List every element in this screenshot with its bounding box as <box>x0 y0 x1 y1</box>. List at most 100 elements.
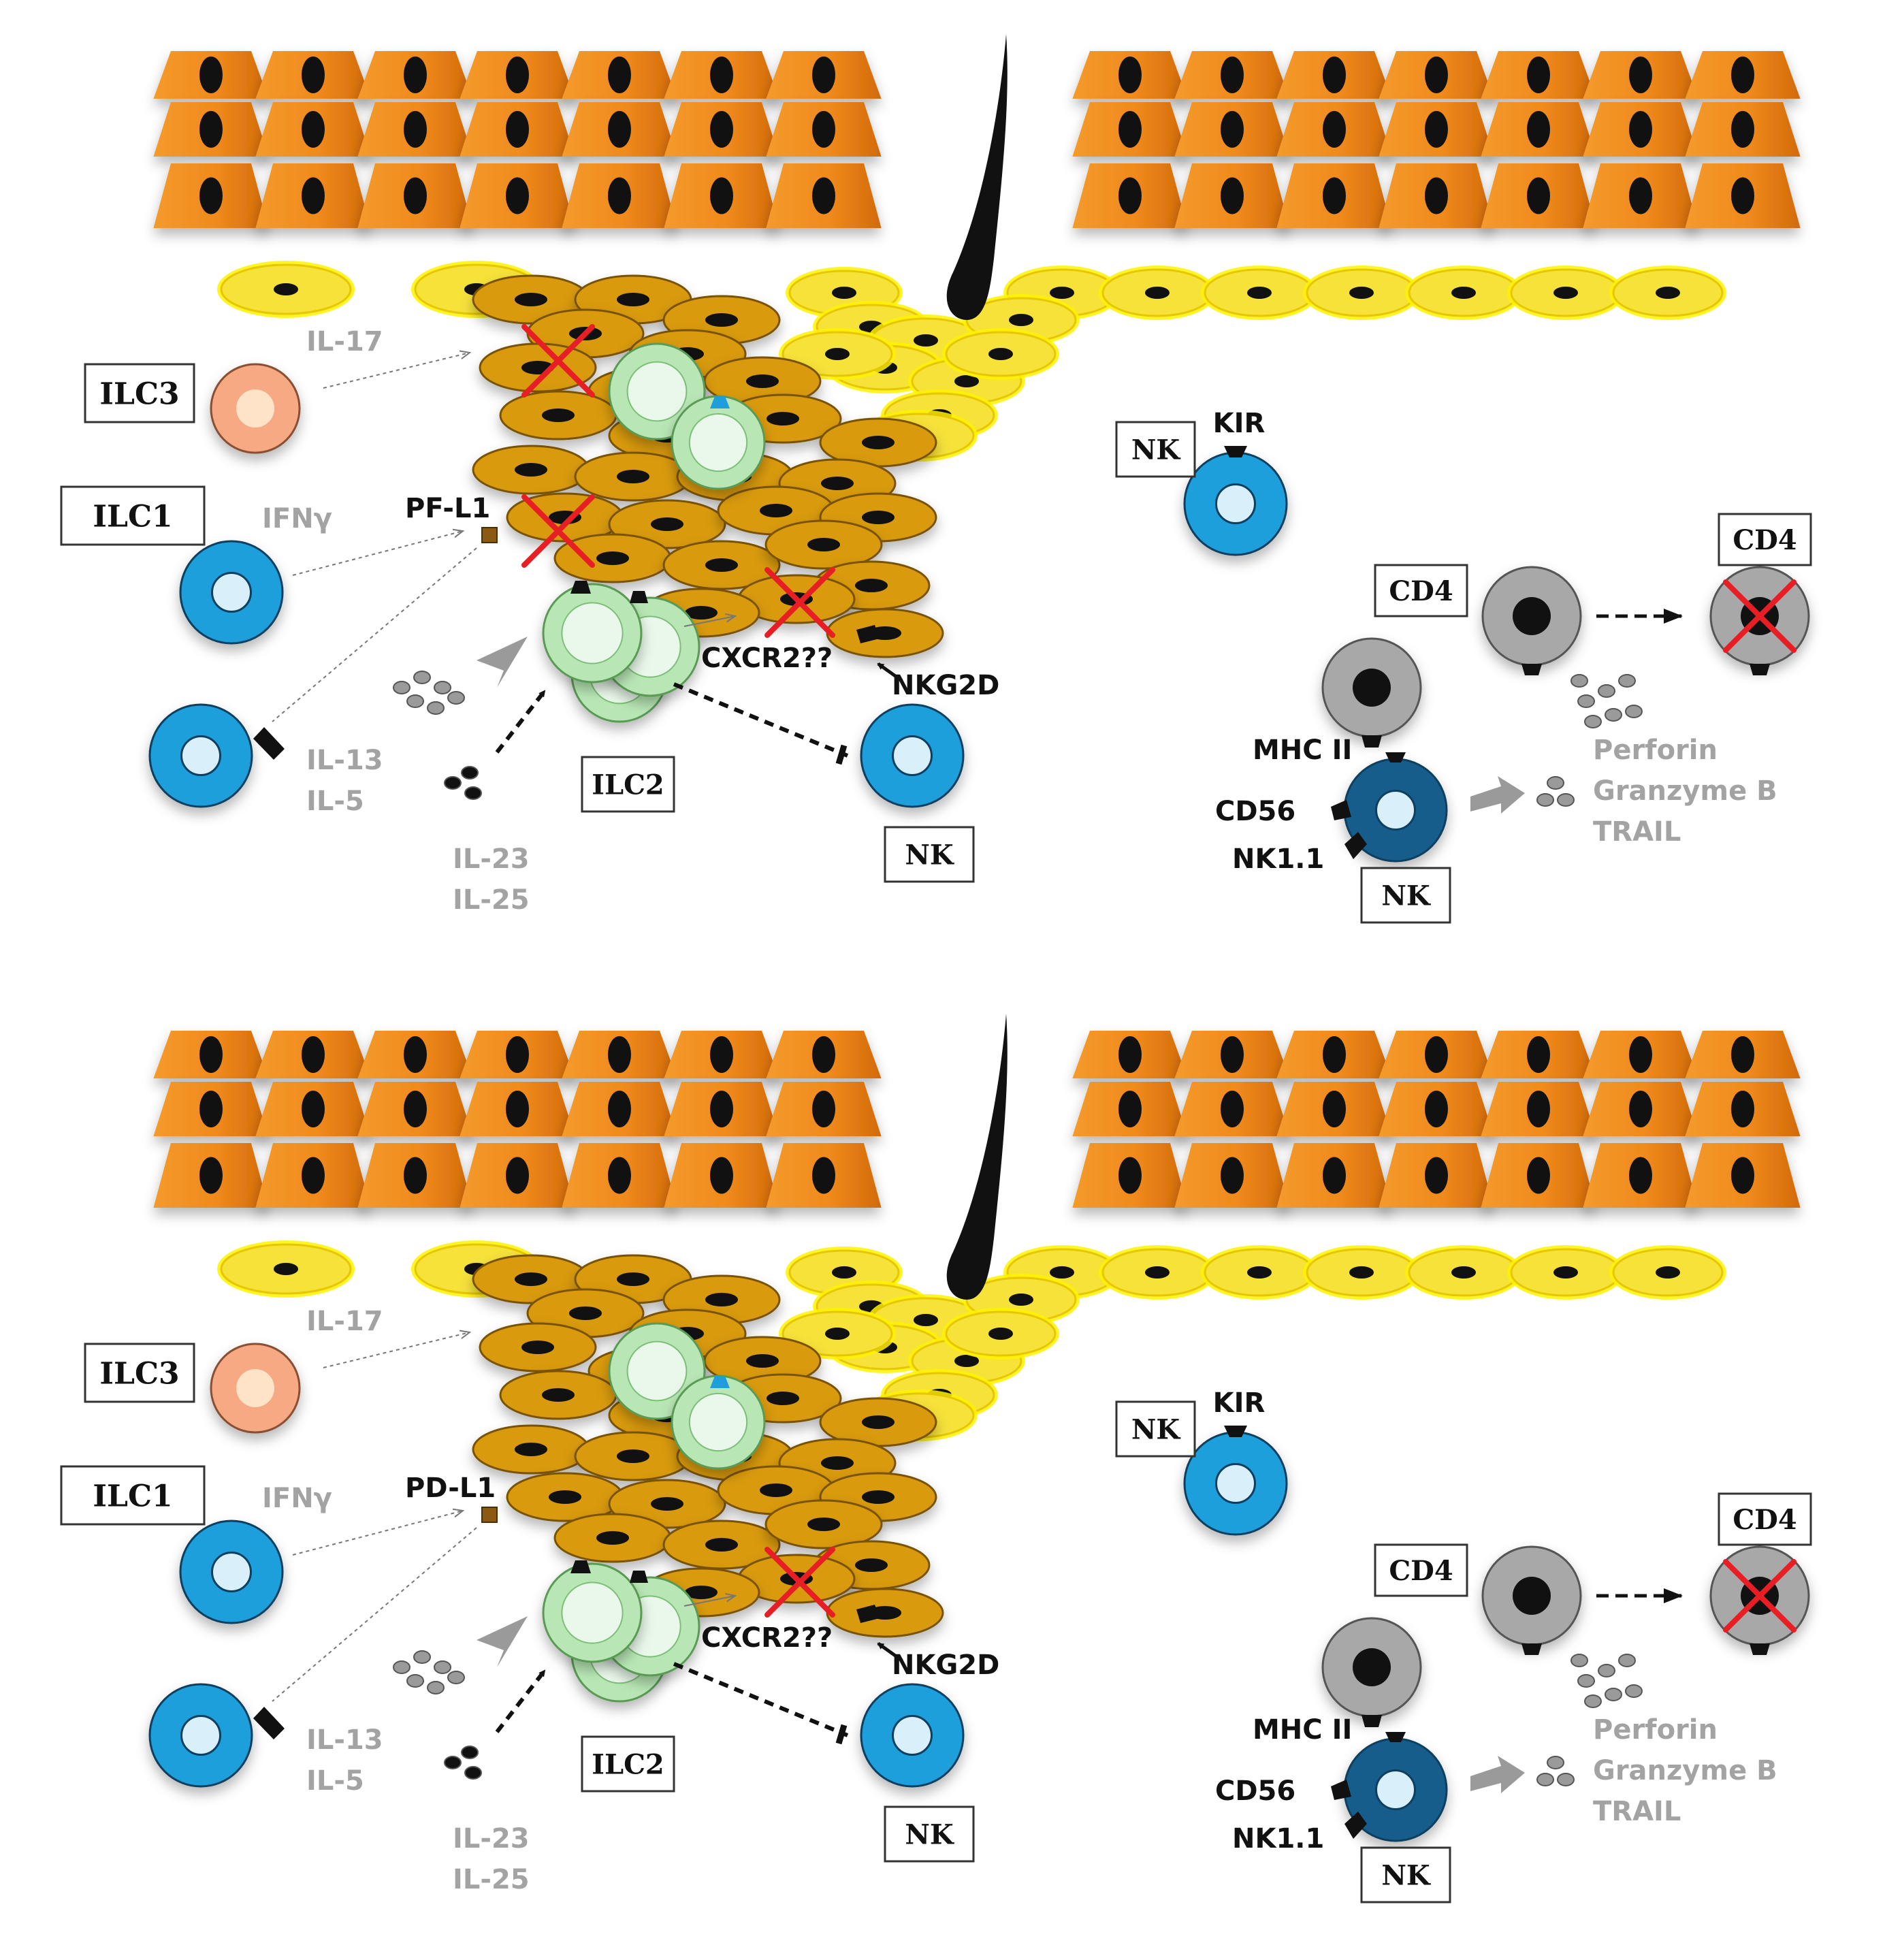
keratinocyte-nucleus <box>404 177 427 214</box>
label-cxcr2: CXCR2?? <box>701 1622 833 1654</box>
cell-nucleus <box>1215 483 1256 524</box>
box-cd4_left: CD4 <box>1374 1543 1468 1597</box>
keratinocyte-nucleus <box>710 57 733 93</box>
ilc3-cell <box>210 1343 301 1434</box>
pdl1-inhibition-line <box>272 547 477 722</box>
keratinocyte-nucleus <box>608 1157 631 1194</box>
label-kir: KIR <box>1213 1387 1266 1419</box>
cd4-cell <box>1481 1545 1582 1646</box>
tumor-nucleus <box>596 1531 629 1545</box>
tumor-nucleus <box>760 1483 792 1497</box>
basal-nucleus <box>274 283 298 295</box>
molecule <box>413 1650 431 1664</box>
label-ilc1: ILC1 <box>93 499 172 534</box>
label-box <box>1374 564 1468 617</box>
keratinocyte-nucleus <box>1323 1036 1346 1073</box>
receptor <box>856 625 880 643</box>
cross-stroke <box>1723 1559 1797 1633</box>
keratinocyte-nucleus <box>302 111 325 148</box>
label-mhc2: MHC II <box>1253 735 1352 766</box>
nk-cell <box>860 1683 965 1788</box>
molecule <box>427 701 445 715</box>
keratinocyte-nucleus <box>608 177 631 214</box>
tumor-death-cross <box>764 1547 835 1618</box>
cxcr2-arrow <box>683 1596 735 1607</box>
basal-nucleus <box>1553 1266 1578 1279</box>
keratinocyte-nucleus <box>812 57 835 93</box>
basal-nucleus <box>988 348 1013 360</box>
box-ilc1: ILC1 <box>60 1465 206 1526</box>
mhc-receptor <box>1385 1732 1406 1742</box>
keratinocyte-nucleus <box>506 57 529 93</box>
keratinocyte-nucleus <box>199 1091 223 1127</box>
keratinocyte-nucleus <box>1527 1157 1550 1194</box>
box-ilc3: ILC3 <box>84 363 195 423</box>
label-il5: IL-5 <box>306 786 364 817</box>
label-il13: IL-13 <box>306 745 383 776</box>
receptor <box>570 581 591 594</box>
receptor <box>630 1571 648 1583</box>
label-box <box>60 1465 206 1526</box>
tumor-nucleus <box>705 313 738 327</box>
basal-nucleus <box>1247 1266 1272 1279</box>
tumor-nucleus <box>855 579 888 592</box>
tumor-nucleus <box>746 1354 779 1368</box>
nk-cell <box>860 703 965 808</box>
nk-cell <box>148 1683 253 1788</box>
keratinocyte-nucleus <box>302 57 325 93</box>
keratinocyte-nucleus <box>1221 177 1244 214</box>
cross-stroke <box>521 494 595 568</box>
label-trail: TRAIL <box>1593 1796 1681 1827</box>
tumor-nucleus <box>617 1272 649 1286</box>
tumor-nucleus <box>651 517 683 531</box>
keratinocyte-nucleus <box>1527 1091 1550 1127</box>
tumor-nucleus <box>767 1392 799 1405</box>
label-box <box>1360 867 1451 924</box>
label-perforin: Perforin <box>1593 735 1718 766</box>
label-ilc2: ILC2 <box>592 1748 664 1780</box>
keratinocyte-nucleus <box>812 177 835 214</box>
molecule <box>1618 674 1636 688</box>
label-nkg2d: NKG2D <box>892 1650 999 1681</box>
label-ifng: IFNγ <box>262 1483 332 1514</box>
box-ilc3: ILC3 <box>84 1343 195 1403</box>
cd4-death-cross <box>1723 579 1797 653</box>
keratinocyte-nucleus <box>1118 177 1142 214</box>
epidermis <box>153 51 1801 228</box>
tumor-nucleus <box>767 412 799 425</box>
basal-nucleus <box>988 1328 1013 1340</box>
ilc2-cell <box>542 1562 643 1663</box>
tumor-nucleus <box>596 551 629 565</box>
box-ilc2: ILC2 <box>581 756 675 813</box>
basal-nucleus <box>1247 287 1272 299</box>
nk-kir-cell <box>1183 1431 1288 1536</box>
molecule <box>434 681 451 694</box>
tumor-nucleus <box>862 1415 895 1429</box>
keratinocyte-nucleus <box>1425 177 1448 214</box>
label-cxcr2: CXCR2?? <box>701 643 833 674</box>
keratinocyte-nucleus <box>608 57 631 93</box>
ilc2-nucleus <box>688 1392 748 1452</box>
basal-nucleus <box>274 1263 298 1275</box>
keratinocyte-nucleus <box>1527 1036 1550 1073</box>
label-il23: IL-23 <box>453 844 530 875</box>
label-cd56: CD56 <box>1215 1776 1295 1807</box>
label-pdl1: PF-L1 <box>405 493 490 524</box>
basal-nucleus <box>1349 287 1374 299</box>
label-granzyme: Granzyme B <box>1593 1755 1777 1786</box>
keratinocyte-nucleus <box>1323 57 1346 93</box>
molecule <box>1557 793 1575 807</box>
label-granzyme: Granzyme B <box>1593 775 1777 807</box>
tumor-nucleus <box>746 374 779 388</box>
tumor-nucleus <box>515 1272 547 1286</box>
basal-nucleus <box>832 1266 856 1279</box>
keratinocyte-nucleus <box>506 1091 529 1127</box>
cd4-cell <box>1321 637 1422 738</box>
keratinocyte-nucleus <box>1731 1157 1754 1194</box>
molecule <box>1570 1654 1588 1667</box>
tumor-nucleus <box>862 436 895 449</box>
molecule <box>1557 1773 1575 1786</box>
keratinocyte-nucleus <box>710 177 733 214</box>
label-box <box>1115 421 1196 478</box>
